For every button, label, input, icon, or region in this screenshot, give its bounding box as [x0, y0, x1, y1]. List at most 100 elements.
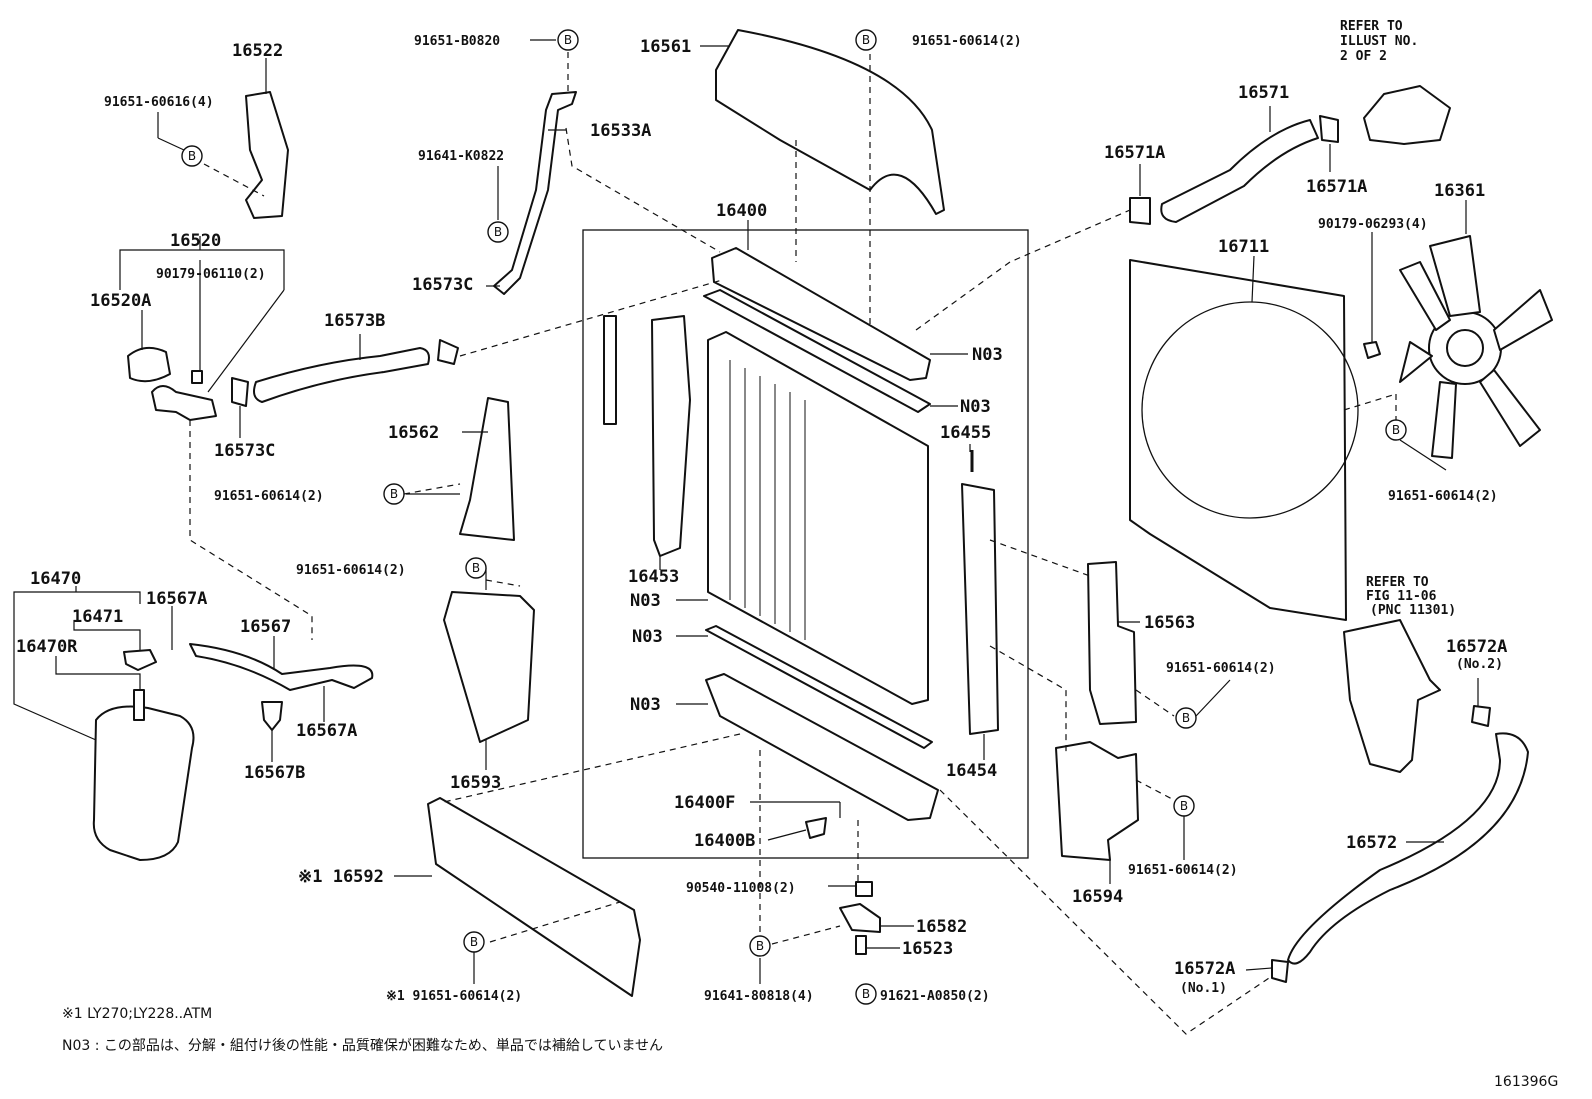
- label-91651-60614-fan: 91651-60614(2): [1388, 489, 1498, 504]
- label-n03-c: N03: [630, 695, 661, 715]
- label-91651-60614-594: 91651-60614(2): [1128, 863, 1238, 878]
- svg-text:B: B: [188, 149, 196, 163]
- clip-90179: [191, 370, 203, 384]
- bubble-b: B: [1385, 419, 1407, 441]
- bracket-16582: [839, 903, 881, 933]
- clamp-16571a-right: [1319, 115, 1339, 143]
- side-member-16454: [961, 483, 999, 735]
- label-16571a-right: 16571A: [1306, 177, 1367, 197]
- label-16471: 16471: [72, 607, 123, 627]
- svg-text:B: B: [1182, 711, 1190, 725]
- seal-16594: [1055, 741, 1139, 861]
- label-91651-60614-593: 91651-60614(2): [296, 563, 406, 578]
- svg-text:B: B: [862, 987, 870, 1001]
- bracket-16522: [245, 91, 289, 219]
- label-91651-60614-592: ※1 91651-60614(2): [386, 989, 522, 1004]
- cap-16471: [123, 649, 157, 671]
- bubble-b: B: [463, 931, 485, 953]
- label-91651-60616: 91651-60616(4): [104, 95, 214, 110]
- label-16470r: 16470R: [16, 637, 78, 657]
- svg-text:B: B: [494, 225, 502, 239]
- cap-16520A: [127, 346, 171, 383]
- hose-16573b: [253, 347, 430, 403]
- label-16523: 16523: [902, 939, 953, 959]
- svg-text:B: B: [862, 33, 870, 47]
- label-16400b: 16400B: [694, 831, 755, 851]
- lower-gasket: [705, 625, 933, 749]
- bubble-b: B: [749, 935, 771, 957]
- thermostat-housing: [1363, 85, 1451, 145]
- refer-fig-line2: FIG 11-06: [1366, 589, 1437, 604]
- fan-shroud-16711: [1129, 259, 1347, 621]
- label-16522: 16522: [232, 41, 283, 61]
- plate-16592: [427, 797, 641, 997]
- upper-gasket: [703, 289, 931, 413]
- side-member-16453: [651, 315, 691, 557]
- hose-16571: [1160, 119, 1319, 223]
- label-16572a-bot-sub: (No.1): [1180, 981, 1227, 996]
- label-16573c-bot: 16573C: [214, 441, 275, 461]
- refer-fig-line1: REFER TO: [1366, 575, 1429, 590]
- footnote-n03: N03 : この部品は、分解・組付け後の性能・品質確保が困難なため、単品では補給…: [62, 1038, 663, 1054]
- bubble-b: B: [1175, 707, 1197, 729]
- clamp-16573c-a: [231, 377, 249, 407]
- lower-tank: [705, 673, 939, 821]
- label-16711: 16711: [1218, 237, 1269, 257]
- svg-text:B: B: [470, 935, 478, 949]
- label-91641-80818: 91641-80818(4): [704, 989, 814, 1004]
- label-16561: 16561: [640, 37, 691, 57]
- label-16454: 16454: [946, 761, 997, 781]
- cover-16561: [715, 29, 945, 215]
- bubble-b: B: [557, 29, 579, 51]
- label-91651-60614-top: 91651-60614(2): [912, 34, 1022, 49]
- refer-2of2-line2: ILLUST NO.: [1340, 34, 1418, 49]
- label-16592: ※1 16592: [298, 867, 384, 887]
- label-16567a-top: 16567A: [146, 589, 207, 609]
- svg-text:B: B: [1392, 423, 1400, 437]
- refer-2of2-line3: 2 OF 2: [1340, 49, 1387, 64]
- bolt-16523: [855, 935, 867, 955]
- clip-16567b: [261, 701, 283, 731]
- label-16453: 16453: [628, 567, 679, 587]
- label-90179-06293: 90179-06293(4): [1318, 217, 1428, 232]
- refer-fig-line3: (PNC 11301): [1370, 603, 1456, 618]
- label-90179-06110: 90179-06110(2): [156, 267, 266, 282]
- svg-text:B: B: [756, 939, 764, 953]
- part-drawings: [92, 29, 1553, 997]
- label-16520a: 16520A: [90, 291, 151, 311]
- leader-lines: [13, 39, 1479, 984]
- label-90540-11008: 90540-11008(2): [686, 881, 796, 896]
- label-16572a-top: 16572A: [1446, 637, 1507, 657]
- label-16361: 16361: [1434, 181, 1485, 201]
- svg-text:B: B: [564, 33, 572, 47]
- label-91641-k0822: 91641-K0822: [418, 149, 504, 164]
- bubble-b: B: [855, 983, 877, 1005]
- label-91651-60614-563: 91651-60614(2): [1166, 661, 1276, 676]
- label-16572: 16572: [1346, 833, 1397, 853]
- water-pump-refer: [1343, 619, 1441, 773]
- cushion-90540: [855, 881, 873, 897]
- label-16562: 16562: [388, 423, 439, 443]
- label-n03-a: N03: [630, 591, 661, 611]
- bubble-b: B: [383, 483, 405, 505]
- label-16582: 16582: [916, 917, 967, 937]
- fan-16361: [1399, 235, 1553, 459]
- hose-16572: [1287, 732, 1529, 965]
- label-16470: 16470: [30, 569, 81, 589]
- svg-text:B: B: [472, 561, 480, 575]
- label-16533a: 16533A: [590, 121, 651, 141]
- nut-90179-06293: [1363, 341, 1381, 359]
- label-16572a-bot: 16572A: [1174, 959, 1235, 979]
- hose-16567: [189, 643, 374, 691]
- reserve-tank-16470: [92, 705, 195, 861]
- label-16593: 16593: [450, 773, 501, 793]
- part-labels: 16522 91651-60616(4) 16520 16520A 90179-…: [16, 19, 1507, 1004]
- stay-16533a: [493, 91, 577, 295]
- side-bar-left: [603, 315, 617, 425]
- label-16594: 16594: [1072, 887, 1123, 907]
- diagram-id: 161396G: [1494, 1074, 1558, 1090]
- radiator-assembly-frame: [582, 229, 1029, 859]
- bubble-b: B: [465, 557, 487, 579]
- label-16573b: 16573B: [324, 311, 385, 331]
